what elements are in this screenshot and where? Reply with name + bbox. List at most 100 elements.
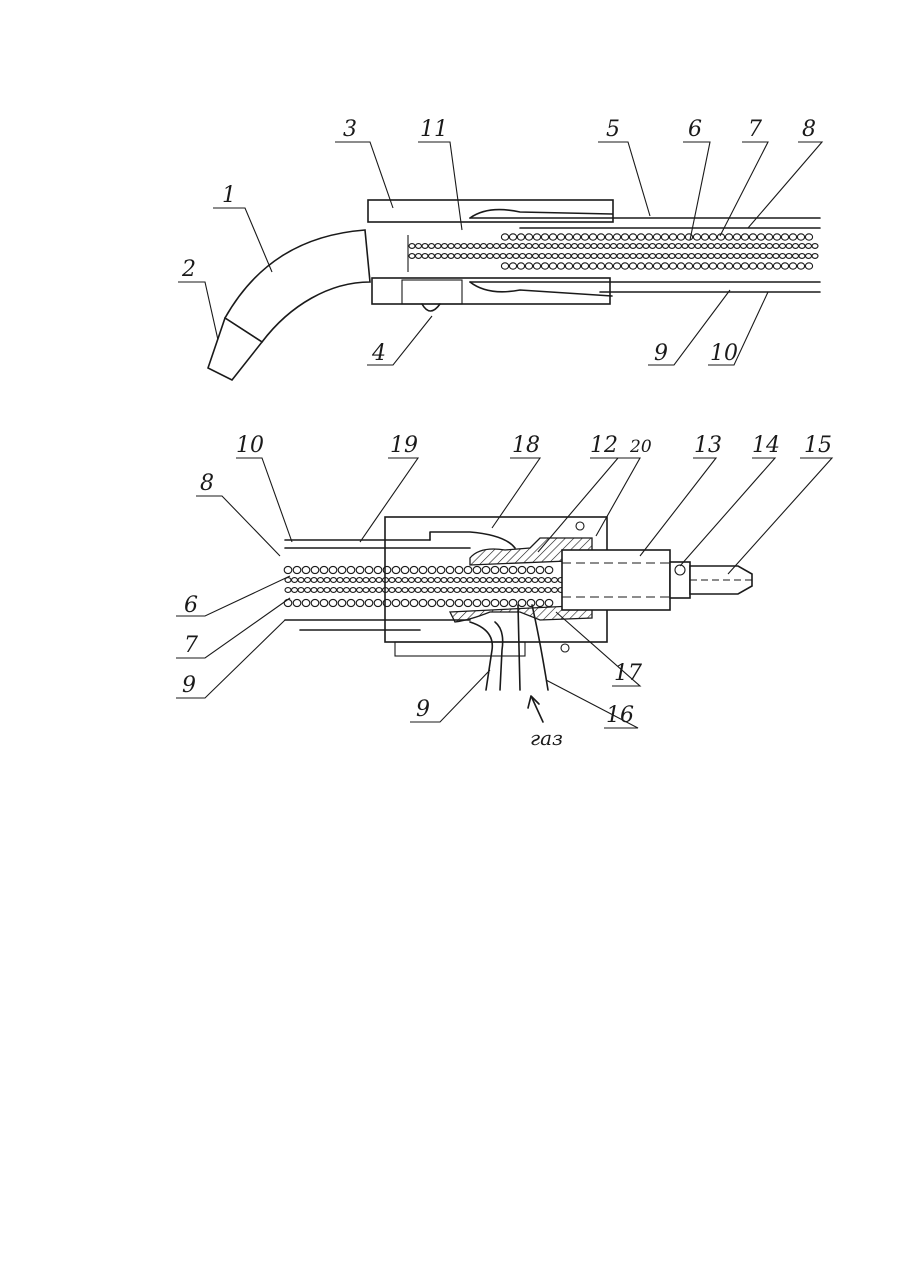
coil-loop [572,244,578,249]
coil-loop [682,254,688,259]
coil-loop [781,263,788,269]
coil-loop [749,234,756,240]
coil-loop [624,254,630,259]
coil-loop [501,234,508,240]
coil-loop [765,263,772,269]
label-8: 8 [802,117,816,142]
coil-loop [500,244,506,249]
coil-loop [663,254,669,259]
coil-loop [741,244,747,249]
coil-loop [559,254,565,259]
coil-loop [793,254,799,259]
coil-loop [734,244,740,249]
coil-loop [805,263,812,269]
label-14: 14 [752,433,780,458]
coil-loop [350,578,356,583]
coil-loop [613,263,620,269]
label-5: 5 [606,117,620,142]
coil-loop [331,588,337,593]
coil-loop [302,599,310,606]
coil-loop [305,578,311,583]
coil-loop [533,263,540,269]
coil-loop [305,588,311,593]
gas-label: газ [530,726,563,750]
coil-loop [645,234,652,240]
coil-loop [747,244,753,249]
coil-loop [709,263,716,269]
label-10-bottom: 10 [236,433,264,458]
coil-loop [374,599,382,606]
coil-loop [565,234,572,240]
coil-loop [344,578,350,583]
coil-loop [611,254,617,259]
coil-loop [812,254,818,259]
coil-loop [621,234,628,240]
coil-loop [629,234,636,240]
coil-loop [363,578,369,583]
coil-loop [357,588,363,593]
coil-loop [357,578,363,583]
coil-loop [292,588,298,593]
coil-loop [461,254,467,259]
coil-loop [598,244,604,249]
coil-loop [629,263,636,269]
coil-loop [337,578,343,583]
coil-loop [578,254,584,259]
coil-loop [468,244,474,249]
coil-loop [661,263,668,269]
coil-loop [474,254,480,259]
coil-loop [559,244,565,249]
label-11: 11 [420,117,448,142]
coil-loop [298,578,304,583]
coil-loop [517,234,524,240]
coil-loop [356,599,364,606]
coil-loop [693,263,700,269]
trigger-button [422,304,440,311]
coil-loop [374,566,382,573]
coil-loop [656,254,662,259]
label-13: 13 [694,433,722,458]
coil-loop [552,254,558,259]
coil-loop [721,254,727,259]
coil-loop [786,244,792,249]
coil-loop [653,263,660,269]
coil-loop [565,244,571,249]
coil-loop [311,578,317,583]
coil-loop [565,263,572,269]
coil-loop [773,254,779,259]
coil-loop [533,254,539,259]
coil-loop [320,599,328,606]
coil-loop [773,263,780,269]
coil-loop [344,588,350,593]
bottom-figure [284,517,752,722]
label-10: 10 [710,341,738,366]
coil-loop [605,263,612,269]
label-9: 9 [654,341,668,366]
label-15: 15 [804,433,832,458]
coil-loop [513,244,519,249]
coil-loop [715,254,721,259]
coil-loop [656,244,662,249]
label-2: 2 [181,257,196,282]
coil-loop [293,566,301,573]
coil-loop [356,566,364,573]
coil-loop [734,254,740,259]
coil-loop [669,234,676,240]
coil-loop [324,578,330,583]
coil-loop [500,254,506,259]
coil-loop [715,244,721,249]
coil-loop [578,244,584,249]
label-9-bottom-left: 9 [182,673,196,698]
coil-loop [549,263,556,269]
label-8-bottom: 8 [200,471,214,496]
coil-loop [409,254,415,259]
coil-loop [552,244,558,249]
coil-loop [754,244,760,249]
coil-loop [760,244,766,249]
coil-loop [546,254,552,259]
coil-loop [806,244,812,249]
coil-loop [442,244,448,249]
coil-loop [329,566,337,573]
coil-loop [591,254,597,259]
